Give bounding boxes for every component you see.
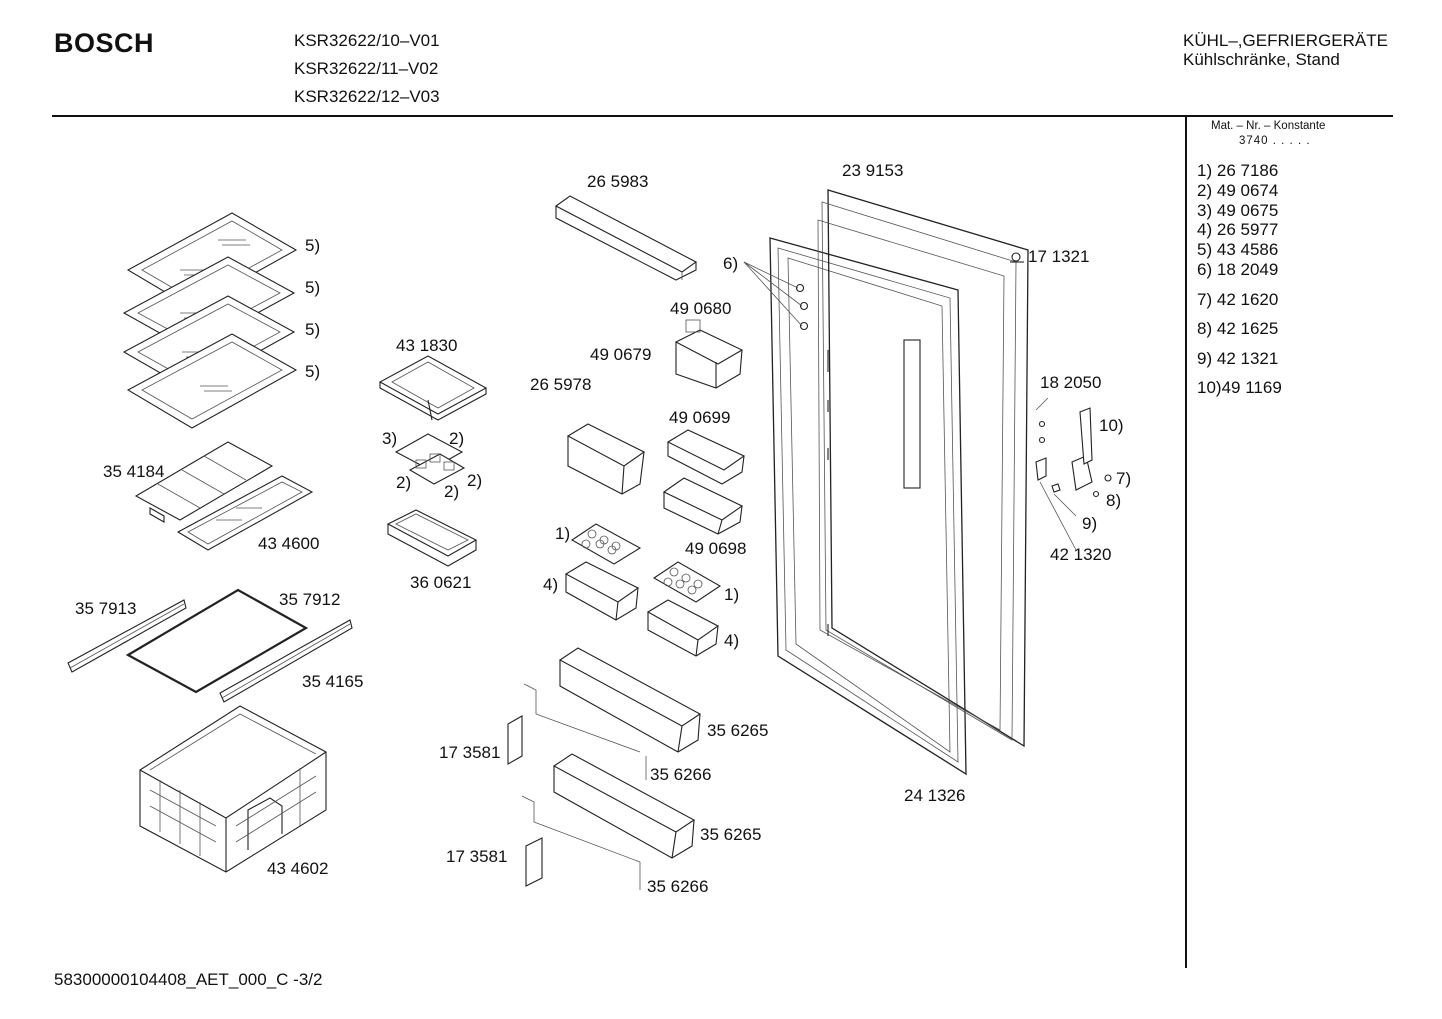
legend-item: 6) 18 2049 — [1197, 260, 1279, 279]
legend-item: 7) 42 1620 — [1197, 290, 1279, 309]
storage-bin-icon — [662, 477, 744, 535]
ref-label: 2) — [467, 471, 482, 490]
mat-number-value: 3740 . . . . . — [1239, 135, 1311, 147]
part-number-label: 26 5978 — [530, 375, 591, 394]
part-number-label: 17 1321 — [1028, 247, 1089, 266]
ref-label: 2) — [444, 482, 459, 501]
sidebar-divider — [1185, 116, 1187, 968]
door-shelf-icon — [552, 753, 696, 859]
part-number-label: 49 0680 — [670, 299, 731, 318]
ref-label: 2) — [449, 429, 464, 448]
part-number-label: 35 7912 — [279, 590, 340, 609]
ref-label: 9) — [1082, 514, 1097, 533]
shelf-ref-label: 5) — [305, 362, 320, 381]
part-number-label: 35 7913 — [75, 599, 136, 618]
ref-label: 1) — [724, 585, 739, 604]
ref-label: 10) — [1099, 416, 1124, 435]
storage-bin-icon — [564, 561, 640, 621]
insert-tray-icon — [394, 433, 466, 485]
part-number-label: 35 4165 — [302, 672, 363, 691]
legend-item: 1) 26 7186 — [1197, 161, 1279, 180]
part-number-label: 35 6266 — [650, 765, 711, 784]
shelf-ref-label: 5) — [305, 278, 320, 297]
egg-tray-icon — [652, 561, 722, 603]
part-number-label: 43 4602 — [267, 859, 328, 878]
storage-tray-icon — [386, 509, 478, 567]
part-number-label: 35 6265 — [707, 721, 768, 740]
document-id: 58300000104408_AET_000_C -3/2 — [54, 970, 323, 989]
screw-icon — [743, 261, 809, 331]
storage-box-icon — [674, 319, 744, 389]
part-number-label: 23 9153 — [842, 161, 903, 180]
part-number-label: 24 1326 — [904, 786, 965, 805]
inner-door-icon — [817, 189, 1029, 748]
part-number-label: 49 0699 — [669, 408, 730, 427]
part-number-label: 35 4184 — [103, 462, 164, 481]
glass-shelf-icon — [126, 333, 298, 429]
ref-label: 2) — [396, 473, 411, 492]
category-subtitle: Kühlschränke, Stand — [1183, 50, 1340, 69]
shelf-ref-label: 5) — [305, 320, 320, 339]
ref-label: 8) — [1106, 491, 1121, 510]
glass-plate-icon — [176, 475, 314, 551]
legend-item: 3) 49 0675 — [1197, 201, 1279, 220]
ref-label: 4) — [724, 631, 739, 650]
storage-bin-icon — [566, 423, 646, 495]
legend-item: 8) 42 1625 — [1197, 319, 1279, 338]
mat-number-header: Mat. – Nr. – Konstante — [1211, 120, 1326, 132]
shelf-ref-label: 5) — [305, 236, 320, 255]
brand-logo: BOSCH — [54, 28, 155, 58]
part-number-label: 49 0698 — [685, 539, 746, 558]
part-number-label: 17 3581 — [446, 847, 507, 866]
part-number-label: 18 2050 — [1040, 373, 1101, 392]
shelf-bracket-icon — [507, 683, 641, 765]
part-number-label: 43 4600 — [258, 534, 319, 553]
door-gasket-icon — [769, 237, 967, 776]
hinge-bracket-icon — [1035, 397, 1112, 551]
door-shelf-icon — [558, 647, 702, 753]
storage-bin-icon — [646, 599, 720, 657]
part-number-label: 43 1830 — [396, 336, 457, 355]
part-number-label: 35 6265 — [700, 825, 761, 844]
legend-item: 2) 49 0674 — [1197, 181, 1279, 200]
shelf-frame-icon — [134, 441, 274, 523]
model-number-2: KSR32622/11–V02 — [294, 59, 439, 78]
ref-label: 7) — [1116, 469, 1131, 488]
legend-item: 5) 43 4586 — [1197, 240, 1279, 259]
part-number-label: 36 0621 — [410, 573, 471, 592]
shelf-rail-icon — [67, 599, 187, 673]
model-number-3: KSR32622/12–V03 — [294, 87, 440, 106]
header-divider — [52, 115, 1393, 117]
storage-bin-icon — [666, 429, 746, 485]
shelf-bracket-icon — [521, 795, 641, 890]
ref-label: 1) — [555, 524, 570, 543]
vegetable-drawer-icon — [139, 705, 327, 873]
part-number-label: 17 3581 — [439, 743, 500, 762]
legend-item: 10)49 1169 — [1197, 378, 1282, 397]
model-number-1: KSR32622/10–V01 — [294, 31, 440, 50]
legend-item: 4) 26 5977 — [1197, 220, 1279, 239]
part-number-label: 35 6266 — [647, 877, 708, 896]
category-title: KÜHL–,GEFRIERGERÄTE — [1183, 31, 1388, 50]
glass-plate-icon — [125, 588, 309, 694]
ref-label: 6) — [723, 254, 738, 273]
egg-tray-icon — [570, 523, 642, 565]
part-number-label: 26 5983 — [587, 172, 648, 191]
ref-label: 4) — [543, 575, 558, 594]
storage-tray-icon — [378, 355, 488, 421]
part-number-label: 42 1320 — [1050, 545, 1111, 564]
screw-icon — [1010, 252, 1024, 263]
door-shelf-icon — [554, 195, 698, 281]
part-number-label: 49 0679 — [590, 345, 651, 364]
legend-item: 9) 42 1321 — [1197, 349, 1279, 368]
shelf-rail-icon — [219, 619, 353, 703]
ref-label: 3) — [382, 429, 397, 448]
exploded-parts-diagram: 5) 5) 5) 5) 35 4184 43 4600 35 7913 35 7… — [67, 161, 1131, 896]
